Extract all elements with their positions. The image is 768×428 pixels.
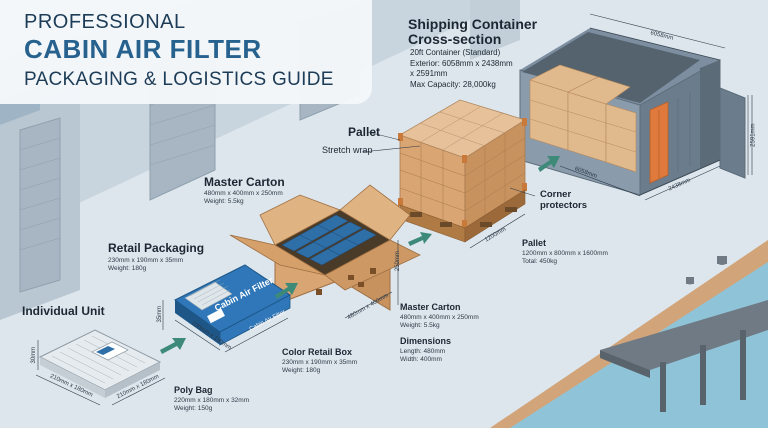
pallet-spec-title: Pallet [522,238,547,248]
pallet-spec-size: 1200mm x 800mm x 1600mm [522,250,608,257]
pallet-label: Pallet [348,125,381,139]
container-heading-2: Cross-section [408,31,502,47]
pallet-stack [398,99,527,243]
corner-label-2: protectors [540,200,587,211]
title-panel: PROFESSIONAL CABIN AIR FILTER PACKAGING … [0,0,372,104]
master-carton-spec-weight: Weight: 5.5kg [400,322,440,329]
master-carton-spec-title: Master Carton [400,302,461,312]
container-heading-1: Shipping Container [408,16,538,32]
pallet-spec-weight: Total: 450kg [522,258,558,265]
container-exterior-1: Exterior: 6058mm x 2438mm [410,59,513,68]
master-carton-box [229,184,421,311]
dimensions-width: Width: 400mm [400,356,442,363]
master-carton-label: Master Carton [204,175,285,189]
retail-spec-weight: Weight: 180g [282,367,321,374]
retail-spec-size: 230mm x 190mm x 35mm [282,359,358,366]
container-dim-height: 2591mm [750,123,757,147]
title-line-1: PROFESSIONAL [24,11,186,33]
unit-dim-height: 30mm [31,346,38,364]
master-carton-dim-height: 250mm [394,251,401,272]
flow-arrows [160,156,560,354]
dock-and-water [490,240,768,428]
dimension-lines [35,13,753,406]
retail-box [174,264,291,346]
retail-size: 230mm x 190mm x 35mm [108,257,184,264]
container-capacity: Max Capacity: 28,000kg [410,80,496,89]
retail-spec-title: Color Retail Box [282,347,353,357]
container-type: 20ft Container (Standard) [410,48,501,57]
master-carton-weight: Weight: 5.5kg [204,198,244,205]
callout-leaders [361,131,536,197]
retail-dim-height: 35mm [157,305,164,323]
title-line-3: PACKAGING & LOGISTICS GUIDE [24,69,334,90]
poly-bag-size: 220mm x 180mm x 32mm [174,397,250,404]
retail-packaging-label: Retail Packaging [108,241,205,255]
stretch-wrap-label: Stretch wrap [322,145,373,155]
title-line-2: CABIN AIR FILTER [24,34,262,64]
dimensions-title: Dimensions [400,336,452,346]
poly-bag-unit [38,329,162,398]
poly-bag-title: Poly Bag [174,385,213,395]
individual-unit-label: Individual Unit [22,304,105,318]
corner-label-1: Corner [540,189,572,200]
master-carton-spec-size: 480mm x 400mm x 250mm [400,314,479,321]
dimensions-length: Length: 480mm [400,348,446,355]
master-carton-size: 480mm x 400mm x 250mm [204,190,283,197]
poly-bag-weight: Weight: 150g [174,405,213,412]
retail-weight: Weight: 180g [108,265,147,272]
shipping-container [519,27,749,196]
container-exterior-2: x 2591mm [410,69,448,78]
